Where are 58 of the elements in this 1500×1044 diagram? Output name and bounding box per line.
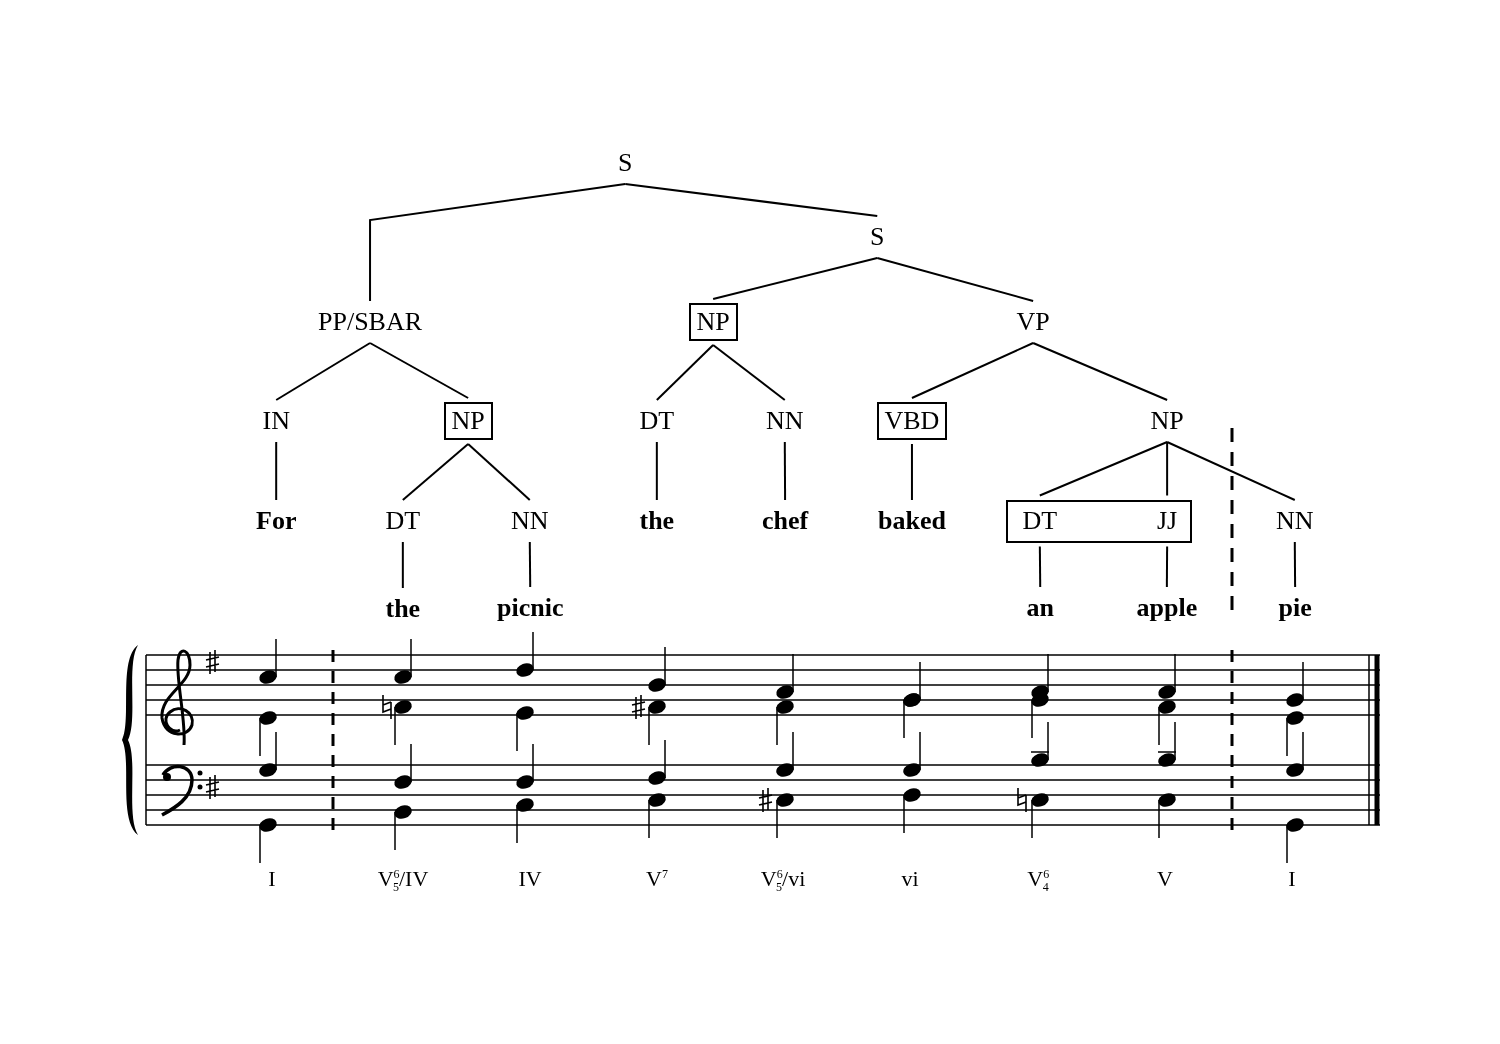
tree-branch bbox=[401, 443, 470, 501]
tree-branch bbox=[1293, 541, 1297, 588]
tree-label: NN bbox=[505, 504, 555, 538]
word-label: baked bbox=[872, 504, 952, 538]
tree-branch bbox=[528, 541, 532, 588]
tree-label: JJ bbox=[1151, 504, 1184, 538]
tree-branch bbox=[783, 441, 787, 501]
group-box bbox=[1006, 499, 1192, 543]
word-label: For bbox=[250, 504, 303, 538]
word-label: an bbox=[1020, 591, 1060, 625]
tree-branch bbox=[910, 443, 913, 501]
tree-branch bbox=[712, 257, 879, 300]
tree-branch bbox=[1038, 545, 1042, 588]
chord-symbol: V$^{6}$$_{5}$/vi bbox=[760, 866, 806, 896]
tree-label: IN bbox=[256, 404, 296, 438]
tree-branch bbox=[712, 344, 786, 401]
tree-branch bbox=[275, 342, 372, 401]
chord-symbol: IV bbox=[518, 866, 542, 892]
word-label: the bbox=[633, 504, 681, 538]
chord-symbol: V bbox=[1157, 866, 1173, 892]
chord-symbol: vi bbox=[901, 866, 919, 892]
tree-branch bbox=[369, 342, 470, 399]
tree-label: PP/SBAR bbox=[312, 305, 429, 339]
tree-label: DT bbox=[633, 404, 681, 438]
word-label: picnic bbox=[491, 591, 570, 625]
tree-branch bbox=[401, 541, 404, 589]
tree-label: S bbox=[864, 220, 891, 254]
chord-symbol: V$^{7}$ bbox=[646, 866, 668, 892]
tree-branch bbox=[1166, 441, 1169, 497]
boxed-tree-label: NP bbox=[688, 303, 738, 341]
tree-branch bbox=[876, 257, 1035, 302]
tree-branch bbox=[467, 443, 531, 501]
word-label: the bbox=[379, 592, 427, 626]
tree-label: VP bbox=[1010, 305, 1056, 339]
tree-label: NN bbox=[760, 404, 810, 438]
boxed-tree-label: VBD bbox=[876, 402, 948, 440]
chord-symbol: I bbox=[268, 866, 276, 892]
tree-branch bbox=[655, 344, 715, 401]
tree-label: DT bbox=[379, 504, 427, 538]
tree-branch bbox=[1038, 441, 1169, 497]
chord-symbol: I bbox=[1288, 866, 1296, 892]
tree-branch bbox=[655, 441, 658, 501]
tree-label: NN bbox=[1270, 504, 1320, 538]
tree-label: DT bbox=[1016, 504, 1064, 538]
word-label: pie bbox=[1272, 591, 1318, 625]
tree-label: S bbox=[612, 146, 639, 180]
word-label: chef bbox=[756, 504, 815, 538]
tree-branch bbox=[624, 183, 879, 217]
tree-branch bbox=[275, 441, 278, 501]
tree-branch bbox=[910, 342, 1035, 399]
boxed-tree-label: NP bbox=[443, 402, 493, 440]
tree-label: NP bbox=[1144, 404, 1190, 438]
tree-branch bbox=[1166, 441, 1296, 501]
word-label: apple bbox=[1130, 591, 1204, 625]
tree-branch bbox=[1165, 545, 1169, 588]
tree-branch bbox=[1032, 342, 1169, 401]
tree-branch bbox=[369, 183, 627, 302]
chord-symbol: V$^{6}$$_{5}$/IV bbox=[377, 866, 429, 896]
